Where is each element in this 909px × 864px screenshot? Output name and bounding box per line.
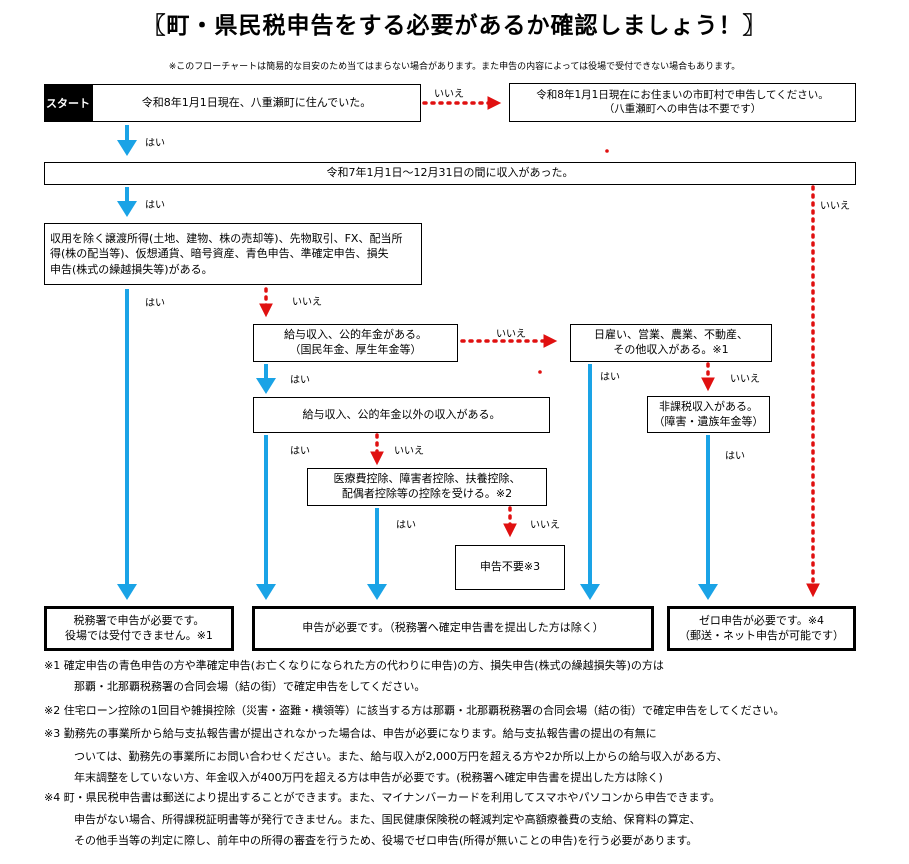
- question-other-income: 給与収入、公的年金以外の収入がある。: [253, 397, 550, 433]
- question-text: 収用を除く譲渡所得(土地、建物、株の売却等)、先物取引、FX、配当所: [50, 231, 403, 245]
- question-text: 非課税収入がある。: [659, 399, 758, 413]
- no-label: いいえ: [730, 374, 760, 385]
- question-text: 医療費控除、障害者控除、扶養控除、: [333, 472, 521, 486]
- footnote-3-cont: 年末調整をしていない方、年金収入が400万円を超える方は申告が必要です。(税務署…: [74, 771, 663, 784]
- no-label: いいえ: [394, 446, 424, 457]
- result-zero-filing: ゼロ申告が必要です。※4 （郵送・ネット申告が可能です）: [667, 606, 856, 651]
- result-text: 税務署で申告が必要です。: [73, 613, 205, 627]
- question-text: （国民年金、厚生年金等）: [289, 343, 422, 356]
- result-text: ゼロ申告が必要です。※4: [698, 613, 825, 627]
- question-nontaxable-income: 非課税収入がある。 （障害・遺族年金等）: [647, 396, 770, 433]
- question-business-income: 日雇い、営業、農業、不動産、 その他収入がある。※1: [570, 324, 772, 362]
- stray-dot: [605, 149, 609, 153]
- yes-label: はい: [145, 200, 165, 211]
- yes-label: はい: [600, 372, 620, 383]
- question-text: その他収入がある。※1: [613, 343, 729, 356]
- result-other-municipality: 令和8年1月1日現在にお住まいの市町村で申告してください。 （八重瀬町への申告は…: [509, 83, 856, 122]
- footnote-3-cont: ついては、勤務先の事業所にお問い合わせください。また、給与収入が2,000万円を…: [74, 750, 728, 763]
- no-label: いいえ: [530, 520, 560, 531]
- question-text: （障害・遺族年金等）: [653, 414, 764, 428]
- result-no-filing: 申告不要※3: [455, 545, 565, 590]
- yes-label: はい: [145, 138, 165, 149]
- result-filing-required: 申告が必要です。（税務署へ確定申告書を提出した方は除く）: [252, 606, 654, 651]
- no-label: いいえ: [292, 297, 322, 308]
- result-text: （八重瀬町への申告は不要です）: [603, 102, 762, 115]
- no-label: いいえ: [820, 201, 850, 212]
- no-label: いいえ: [496, 329, 526, 340]
- result-text: 申告が必要です。（税務署へ確定申告書を提出した方は除く）: [302, 621, 604, 635]
- question-text: 給与収入、公的年金がある。: [284, 328, 427, 342]
- question-residence: 令和8年1月1日現在、八重瀬町に住んでいた。: [92, 84, 421, 122]
- footnote-1-cont: 那覇・北那覇税務署の合同会場（結の街）で確定申告をしてください。: [74, 680, 426, 693]
- question-salary-pension: 給与収入、公的年金がある。 （国民年金、厚生年金等）: [253, 324, 458, 362]
- yes-label: はい: [396, 520, 416, 531]
- result-text: 令和8年1月1日現在にお住まいの市町村で申告してください。: [536, 89, 829, 102]
- result-tax-office: 税務署で申告が必要です。 役場では受付できません。※1: [44, 606, 234, 651]
- question-text: 令和7年1月1日～12月31日の間に収入があった。: [326, 166, 574, 180]
- result-text: （郵送・ネット申告が可能です）: [679, 628, 844, 642]
- question-text: 令和8年1月1日現在、八重瀬町に住んでいた。: [141, 95, 372, 109]
- footnote-1: ※1 確定申告の青色申告の方や準確定申告(お亡くなりになられた方の代わりに申告)…: [44, 659, 664, 672]
- result-text: 役場では受付できません。※1: [65, 628, 213, 642]
- footnote-4-cont: 申告がない場合、所得課税証明書等が発行できません。また、国民健康保険税の軽減判定…: [74, 813, 701, 826]
- footnote-4-cont: その他手当等の判定に際し、前年中の所得の審査を行うため、役場でゼロ申告(所得が無…: [74, 834, 698, 847]
- footnote-4: ※4 町・県民税申告書は郵送により提出することができます。また、マイナンバーカー…: [44, 791, 721, 804]
- disclaimer-note: ※このフローチャートは簡易的な目安のため当てはまらない場合があります。また申告の…: [168, 62, 741, 72]
- question-text: 給与収入、公的年金以外の収入がある。: [302, 407, 501, 421]
- no-label: いいえ: [434, 89, 464, 100]
- result-text: 申告不要※3: [479, 560, 541, 574]
- start-label: スタート: [44, 84, 92, 122]
- question-text: 得(株の配当等)、仮想通貨、暗号資産、青色申告、準確定申告、損失: [50, 247, 389, 261]
- question-text: 日雇い、営業、農業、不動産、: [594, 328, 748, 342]
- question-text: 配偶者控除等の控除を受ける。※2: [341, 487, 513, 500]
- page-title: 〖町・県民税申告をする必要があるか確認しましょう！〗: [142, 13, 767, 39]
- yes-label: はい: [290, 446, 310, 457]
- question-income: 令和7年1月1日～12月31日の間に収入があった。: [44, 162, 856, 185]
- yes-label: はい: [725, 451, 745, 462]
- footnote-3: ※3 勤務先の事業所から給与支払報告書が提出されなかった場合は、申告が必要になり…: [44, 727, 657, 740]
- stray-dot: [538, 370, 542, 374]
- yes-label: はい: [290, 375, 310, 386]
- footnote-2: ※2 住宅ローン控除の1回目や雑損控除（災害・盗難・横領等）に該当する方は那覇・…: [44, 704, 785, 717]
- question-deductions: 医療費控除、障害者控除、扶養控除、 配偶者控除等の控除を受ける。※2: [307, 468, 547, 506]
- question-text: 申告(株式の繰越損失等)がある。: [50, 262, 213, 276]
- yes-label: はい: [145, 298, 165, 309]
- question-special-income: 収用を除く譲渡所得(土地、建物、株の売却等)、先物取引、FX、配当所 得(株の配…: [44, 223, 422, 285]
